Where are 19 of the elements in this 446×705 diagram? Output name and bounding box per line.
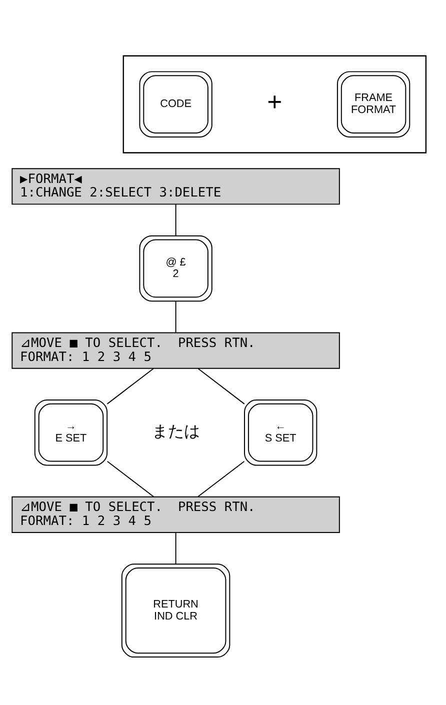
node-box: RETURN IND CLR xyxy=(121,564,230,658)
node-box: @ £ 2 xyxy=(139,235,212,302)
label: + xyxy=(267,88,282,117)
node-box: ← S SET xyxy=(244,399,318,466)
node-box: CODE xyxy=(139,71,212,138)
connector xyxy=(198,368,245,404)
node-box: ⊿MOVE ■ TO SELECT. PRESS RTN. FORMAT: 1 2 3 4 5 xyxy=(12,332,340,369)
connector xyxy=(198,460,245,498)
connector xyxy=(175,300,176,333)
node-box: FRAME FORMAT xyxy=(336,71,410,138)
node-box: ⊿MOVE ■ TO SELECT. PRESS RTN. FORMAT: 1 2 3 4 5 xyxy=(12,496,340,533)
connector xyxy=(175,532,176,564)
label: または xyxy=(152,421,200,440)
node-box: ▶FORMAT◀ 1:CHANGE 2:SELECT 3:DELETE xyxy=(12,168,340,205)
cluster xyxy=(122,55,427,154)
connector xyxy=(106,460,154,498)
node-box: → E SET xyxy=(34,399,108,466)
connector xyxy=(106,368,154,404)
connector xyxy=(175,204,176,236)
